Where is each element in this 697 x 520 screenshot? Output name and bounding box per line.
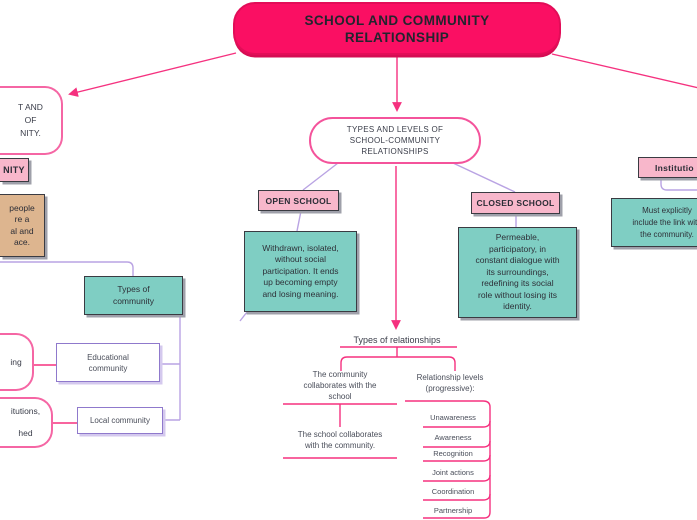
open-school-node[interactable]: OPEN SCHOOL [258,190,339,211]
connector-title-to-right [551,53,697,89]
connector-open-desc-stub [239,311,248,322]
connector-open-school-desc [296,210,302,232]
school-to-community-node[interactable]: The school collaborates with the communi… [297,430,383,450]
levels-hooks [423,420,491,501]
level-partnership[interactable]: Partnership [433,506,473,515]
closed-school-node[interactable]: CLOSED SCHOOL [471,192,560,214]
level-unawareness[interactable]: Unawareness [430,413,476,422]
institution-note-node[interactable]: Must explicitly include the link with th… [611,198,697,247]
closed-school-description-node[interactable]: Permeable, participatory, in constant di… [458,227,577,318]
connector-center-to-open-school [302,162,339,191]
local-community-node[interactable]: Local community [77,407,163,434]
underlines-collaboration [283,403,397,459]
connector-institution-elbow [660,178,697,191]
title-node[interactable]: SCHOOL AND COMMUNITY RELATIONSHIP [233,2,561,55]
connector-left-elbow-types-community [0,261,134,276]
institution-node[interactable]: Institutio [638,157,697,178]
levels-spine [405,400,491,519]
types-levels-header-node[interactable]: TYPES AND LEVELS OF SCHOOL-COMMUNITY REL… [309,117,481,164]
left-stub-bottom-node[interactable]: itutions, hed [0,397,53,448]
concept-node[interactable]: T AND OF NITY. [0,86,63,155]
connector-stubs-to-community-nodes [34,364,78,424]
relationship-levels-title[interactable]: Relationship levels (progressive): [416,373,484,393]
level-awareness[interactable]: Awareness [434,433,472,442]
educational-community-node[interactable]: Educational community [56,343,160,382]
level-coordination[interactable]: Coordination [431,487,475,496]
types-of-community-node[interactable]: Types of community [84,276,183,315]
connector-types-community-children [160,315,181,421]
connector-center-to-closed-school [452,162,516,193]
open-school-description-node[interactable]: Withdrawn, isolated, without social part… [244,231,357,312]
level-recognition[interactable]: Recognition [433,449,473,458]
level-joint-actions[interactable]: Joint actions [432,468,474,477]
community-note-node[interactable]: people re a al and ace. [0,194,45,257]
connector-title-to-concept [68,52,237,97]
community-label-node[interactable]: NITY [0,158,29,182]
community-to-school-node[interactable]: The community collaborates with the scho… [303,370,377,401]
left-stub-top-node[interactable]: ing [0,333,34,391]
types-of-relationships-title[interactable]: Types of relationships [353,335,441,345]
bracket-relationships [340,347,456,371]
